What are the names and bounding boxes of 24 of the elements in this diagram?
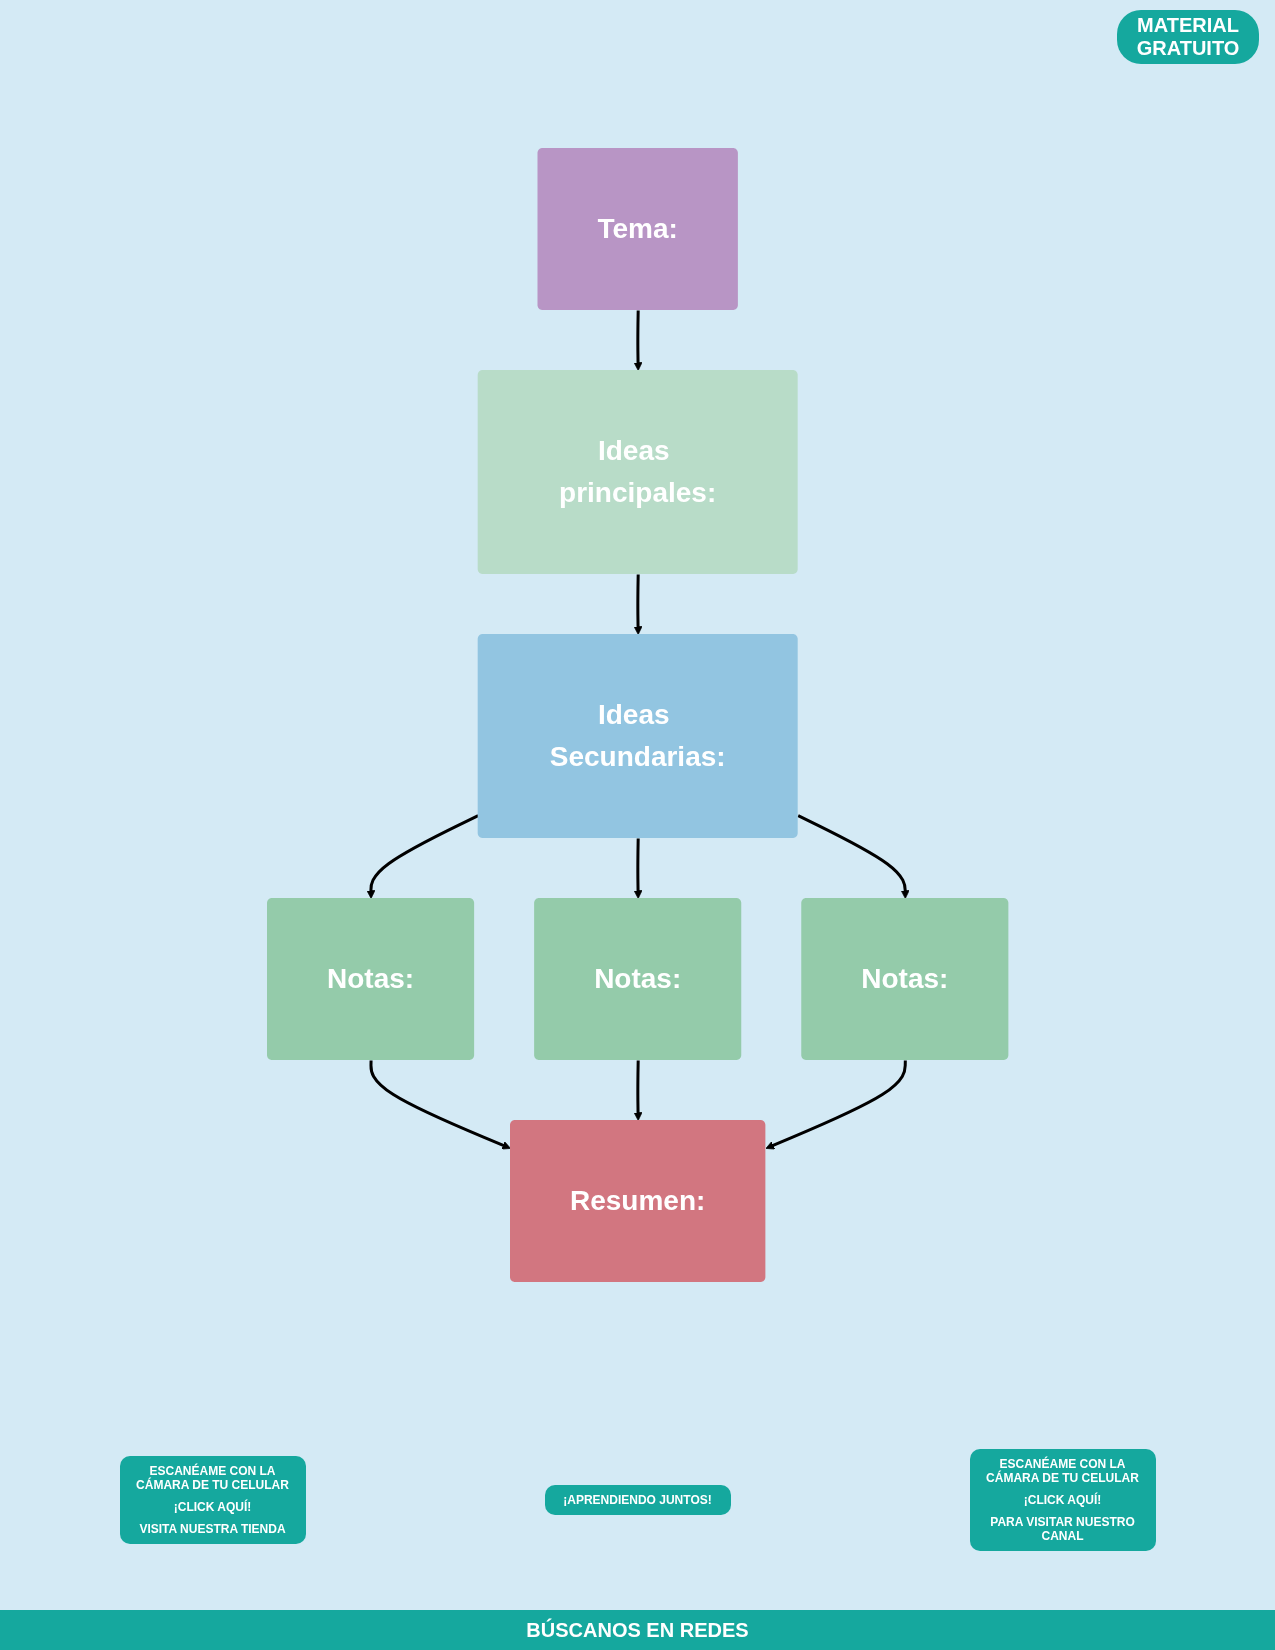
promo-text: ¡CLICK AQUÍ! xyxy=(172,1500,253,1514)
node-box: Ideas principales: xyxy=(477,370,798,574)
node-box: Resumen: xyxy=(509,1120,766,1282)
arrow xyxy=(765,1060,907,1150)
arrow xyxy=(369,1060,511,1150)
node-box: Tema: xyxy=(537,148,738,310)
node-box: Ideas Secundarias: xyxy=(477,634,798,838)
promo-text: ESCANÉAME CON LA CÁMARA DE TU CELULAR xyxy=(135,1464,290,1492)
arrow xyxy=(633,838,643,899)
arrow xyxy=(633,574,643,635)
promo-text: PARA VISITAR NUESTRO CANAL xyxy=(989,1515,1136,1543)
arrow xyxy=(366,814,479,899)
arrow xyxy=(633,1060,643,1121)
node-box: Notas: xyxy=(801,898,1009,1060)
arrow xyxy=(797,814,910,899)
arrow xyxy=(633,310,643,371)
footer-text: BÚSCANOS EN REDES xyxy=(526,1618,749,1642)
node-box: Notas: xyxy=(266,898,474,1060)
promo-text: VISITA NUESTRA TIENDA xyxy=(138,1522,287,1536)
promo-text: ESCANÉAME CON LA CÁMARA DE TU CELULAR xyxy=(985,1457,1140,1485)
node-box: Notas: xyxy=(533,898,742,1060)
promo-text: ¡APRENDIENDO JUNTOS! xyxy=(562,1493,713,1507)
badge-label: MATERIAL GRATUITO xyxy=(1117,10,1259,64)
promo-text: ¡CLICK AQUÍ! xyxy=(1022,1493,1103,1507)
